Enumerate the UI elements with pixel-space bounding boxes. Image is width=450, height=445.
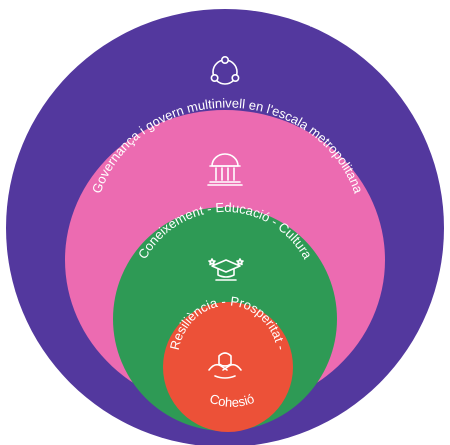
core-bottom-label: Cohesió — [208, 391, 256, 410]
network-cycle-icon — [210, 56, 240, 85]
government-building-icon — [207, 153, 243, 186]
graduation-stars-icon — [208, 258, 244, 281]
joined-hands-icon — [208, 352, 242, 379]
